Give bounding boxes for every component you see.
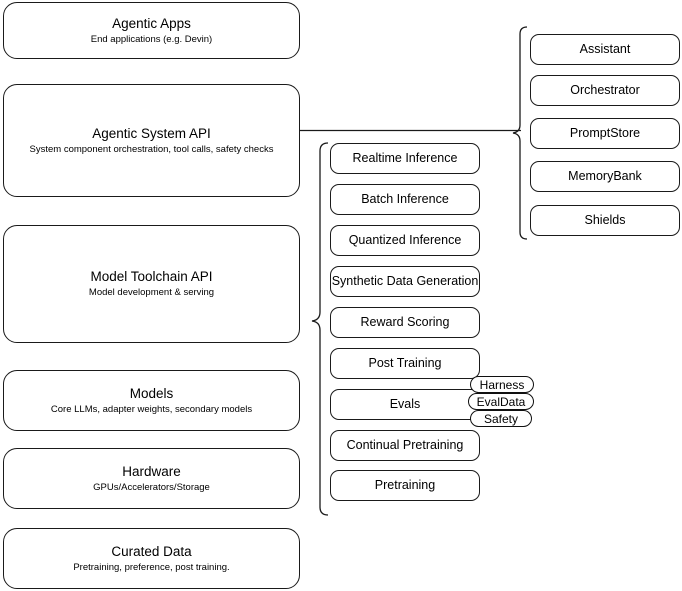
- stack-layer-title: Model Toolchain API: [90, 269, 213, 284]
- chip-label: PromptStore: [569, 126, 641, 140]
- toolchain-component-post-training[interactable]: Post Training: [330, 348, 480, 379]
- stack-layer-subtitle: Core LLMs, adapter weights, secondary mo…: [50, 403, 253, 415]
- system-component-orchestrator[interactable]: Orchestrator: [530, 75, 680, 106]
- system-component-memorybank[interactable]: MemoryBank: [530, 161, 680, 192]
- evals-subcomponent-safety[interactable]: Safety: [470, 410, 532, 427]
- system-component-promptstore[interactable]: PromptStore: [530, 118, 680, 149]
- toolchain-component-batch-inference[interactable]: Batch Inference: [330, 184, 480, 215]
- chip-label: Shields: [584, 213, 626, 227]
- stack-layer-model-toolchain-api[interactable]: Model Toolchain API Model development & …: [3, 225, 300, 343]
- stack-layer-curated-data[interactable]: Curated Data Pretraining, preference, po…: [3, 528, 300, 589]
- stack-layer-title: Models: [129, 385, 174, 401]
- chip-label: Reward Scoring: [360, 315, 450, 329]
- stack-layer-agentic-system-api[interactable]: Agentic System API System component orch…: [3, 84, 300, 197]
- chip-label: Evals: [389, 397, 421, 411]
- chip-label: Continual Pretraining: [346, 438, 464, 452]
- stack-layer-agentic-apps[interactable]: Agentic Apps End applications (e.g. Devi…: [3, 2, 300, 59]
- toolchain-component-reward-scoring[interactable]: Reward Scoring: [330, 307, 480, 338]
- toolchain-component-synthetic-data-generation[interactable]: Synthetic Data Generation: [330, 266, 480, 297]
- stack-layer-subtitle: Pretraining, preference, post training.: [73, 561, 230, 573]
- chip-label: MemoryBank: [568, 169, 642, 183]
- pill-label: Harness: [479, 377, 525, 392]
- evals-subcomponent-harness[interactable]: Harness: [470, 376, 534, 393]
- stack-layer-subtitle: Model development & serving: [88, 287, 215, 298]
- chip-label: Realtime Inference: [352, 151, 458, 165]
- stack-layer-title: Agentic Apps: [112, 15, 191, 31]
- chip-label: Quantized Inference: [348, 233, 462, 247]
- evals-subcomponent-evaldata[interactable]: EvalData: [468, 393, 534, 410]
- brace-path: [311, 142, 329, 516]
- brace-system-components: [512, 26, 528, 240]
- toolchain-component-realtime-inference[interactable]: Realtime Inference: [330, 143, 480, 174]
- chip-label: Pretraining: [374, 478, 436, 492]
- brace-path: [512, 26, 528, 240]
- chip-label: Orchestrator: [570, 83, 640, 97]
- stack-layer-title: Hardware: [122, 463, 181, 479]
- toolchain-component-evals[interactable]: Evals: [330, 389, 480, 420]
- chip-label: Batch Inference: [361, 192, 449, 206]
- system-component-shields[interactable]: Shields: [530, 205, 680, 236]
- toolchain-component-pretraining[interactable]: Pretraining: [330, 470, 480, 501]
- stack-layer-subtitle: GPUs/Accelerators/Storage: [93, 481, 210, 493]
- chip-label: Synthetic Data Generation: [331, 274, 479, 288]
- pill-label: Safety: [483, 411, 519, 426]
- toolchain-component-quantized-inference[interactable]: Quantized Inference: [330, 225, 480, 256]
- brace-toolchain-components: [311, 142, 329, 516]
- pill-label: EvalData: [476, 394, 526, 409]
- chip-label: Assistant: [579, 42, 631, 56]
- stack-layer-hardware[interactable]: Hardware GPUs/Accelerators/Storage: [3, 448, 300, 509]
- stack-layer-title: Curated Data: [111, 543, 192, 559]
- toolchain-component-continual-pretraining[interactable]: Continual Pretraining: [330, 430, 480, 461]
- stack-layer-title: Agentic System API: [92, 125, 211, 141]
- stack-layer-subtitle: End applications (e.g. Devin): [90, 33, 213, 45]
- stack-layer-models[interactable]: Models Core LLMs, adapter weights, secon…: [3, 370, 300, 431]
- stack-layer-subtitle: System component orchestration, tool cal…: [29, 143, 274, 155]
- system-component-assistant[interactable]: Assistant: [530, 34, 680, 65]
- chip-label: Post Training: [368, 356, 442, 370]
